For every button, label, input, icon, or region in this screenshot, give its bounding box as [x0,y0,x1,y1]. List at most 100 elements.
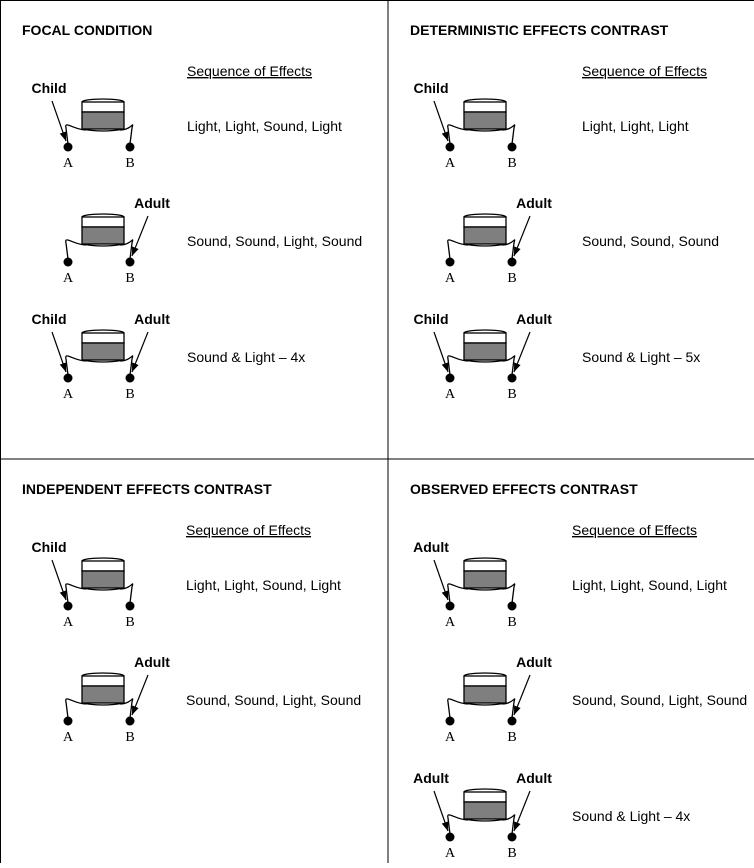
button-b [508,602,517,611]
container-top-band [464,217,506,227]
panel-title: OBSERVED EFFECTS CONTRAST [410,481,638,497]
button-b-label: B [507,846,516,861]
sequence-header: Sequence of Effects [572,522,697,538]
button-b [508,833,517,842]
effect-sequence: Sound, Sound, Sound [582,233,719,249]
effect-sequence: Sound, Sound, Light, Sound [186,692,361,708]
container-bottom-band [82,571,124,588]
effect-sequence: Sound & Light – 5x [582,349,700,365]
button-a-label: A [63,271,74,286]
button-a-label: A [445,846,456,861]
container-top-band [464,102,506,112]
sequence-header: Sequence of Effects [186,522,311,538]
container-bottom-band [464,112,506,129]
button-a [446,143,455,152]
button-b-label: B [507,615,516,630]
container-top-band [82,676,124,686]
left-agent-label: Child [414,80,449,96]
button-b-label: B [507,271,516,286]
left-agent-label: Child [32,311,67,327]
right-agent-arrow-head [132,705,139,715]
right-agent-label: Adult [516,311,552,327]
button-a [64,602,73,611]
button-a [446,374,455,383]
button-a [446,833,455,842]
button-b [126,602,135,611]
left-agent-label: Child [32,539,67,555]
button-b-label: B [507,730,516,745]
container-bottom-band [82,227,124,244]
sequence-header: Sequence of Effects [187,63,312,79]
button-b [126,717,135,726]
button-b-label: B [507,156,516,171]
container-bottom-band [82,686,124,703]
button-a-label: A [63,615,74,630]
button-a [64,258,73,267]
left-agent-label: Adult [413,770,449,786]
left-agent-arrow-head [60,362,67,372]
effect-sequence: Light, Light, Sound, Light [187,118,342,134]
panel-4: OBSERVED EFFECTS CONTRAST Sequence of Eff… [410,481,747,861]
left-agent-arrow-head [60,131,67,141]
right-agent-arrow-head [514,705,521,715]
right-agent-label: Adult [516,195,552,211]
container-bottom-band [82,112,124,129]
effect-sequence: Sound, Sound, Light, Sound [187,233,362,249]
container-top-band [82,217,124,227]
left-agent-arrow-head [442,362,449,372]
container-bottom-band [464,343,506,360]
button-b-label: B [507,387,516,402]
effect-sequence: Sound & Light – 4x [572,808,690,824]
panel-title: DETERMINISTIC EFFECTS CONTRAST [410,22,669,38]
right-agent-label: Adult [516,770,552,786]
panel-3: INDEPENDENT EFFECTS CONTRAST Sequence of … [22,481,361,745]
effect-sequence: Sound & Light – 4x [187,349,305,365]
button-a-label: A [63,730,74,745]
button-a [446,602,455,611]
button-a-label: A [63,156,74,171]
button-b [508,374,517,383]
button-a-label: A [445,730,456,745]
button-b [508,143,517,152]
button-b [508,258,517,267]
button-b [126,258,135,267]
container-top-band [464,676,506,686]
left-agent-arrow-head [442,590,449,600]
right-agent-arrow-head [514,246,521,256]
container-top-band [82,561,124,571]
left-agent-label: Adult [413,539,449,555]
container-top-band [82,102,124,112]
panel-title: INDEPENDENT EFFECTS CONTRAST [22,481,272,497]
right-agent-label: Adult [134,195,170,211]
container-top-band [464,561,506,571]
container-top-band [82,333,124,343]
effect-sequence: Light, Light, Light [582,118,689,134]
button-a [64,374,73,383]
button-b-label: B [125,615,134,630]
right-agent-arrow-head [514,362,521,372]
container-bottom-band [464,686,506,703]
button-b-label: B [125,271,134,286]
panel-title: FOCAL CONDITION [22,22,152,38]
button-a [446,717,455,726]
button-b [126,374,135,383]
left-agent-label: Child [414,311,449,327]
container-bottom-band [82,343,124,360]
button-a-label: A [445,615,456,630]
button-a-label: A [63,387,74,402]
right-agent-label: Adult [516,654,552,670]
container-top-band [464,792,506,802]
effect-sequence: Light, Light, Sound, Light [186,577,341,593]
